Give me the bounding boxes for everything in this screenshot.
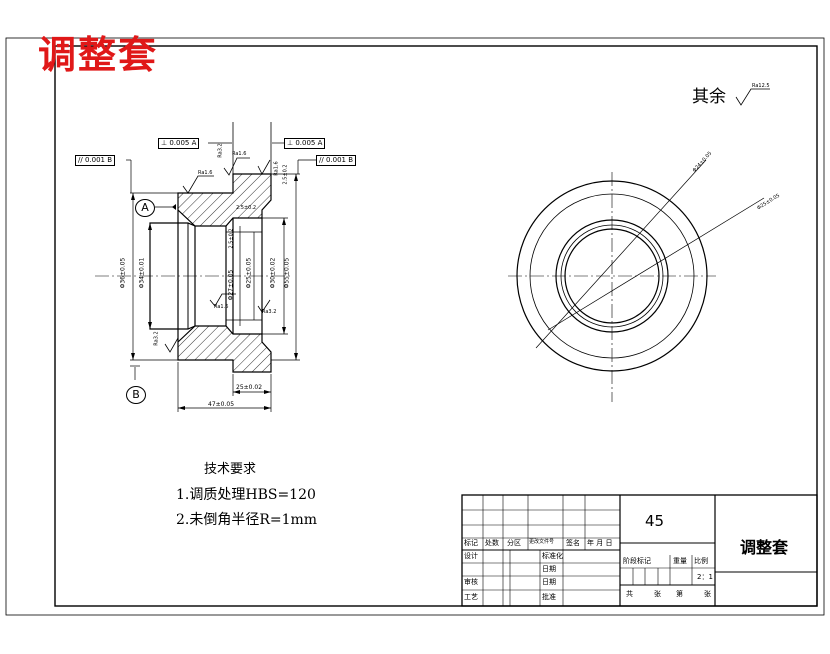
tech-req-item: 1.调质处理HBS=120 [176,487,316,503]
tb-phase: 阶段标记 [623,557,651,565]
tech-req-heading: 技术要求 [204,462,257,477]
parallelism-icon: // [78,156,83,164]
gdt-frame-1: ⊥ 0.005 A [158,138,200,149]
dim-d4: Φ25±0.05 [245,257,253,289]
roughness-icon [735,88,770,106]
tb-design: 设计 [464,552,478,560]
section-view [95,122,316,412]
dim-d1: Φ36±0.05 [119,257,127,289]
tb-label: 处数 [485,539,499,547]
surface-note-ra: Ra12.5 [752,83,770,89]
dim-d2: Φ34±0.01 [138,257,146,289]
tb-sheet: 张 [704,590,711,598]
roughness-label: Ra1.6 [198,170,213,176]
page-title: 调整套 [38,32,159,77]
tb-date: 日期 [542,565,556,573]
title-block [461,494,818,607]
dim-c3: 2.5±0.2 [228,228,235,249]
gdt-frame-4: // 0.001 B [316,155,357,166]
gdt-frame-2: ⊥ 0.005 A [284,138,326,149]
roughness-label: Ra3.2 [217,143,224,158]
tb-label: 更改文件号 [529,539,555,545]
dim-d6: Φ55±0.05 [283,257,291,289]
tb-ratio-label: 比例 [694,557,708,565]
dim-d5: Φ30±0.02 [269,257,277,289]
tb-approve: 批准 [542,593,556,601]
roughness-label: Ra3.2 [153,331,160,346]
gdt-frame-3: // 0.001 B [75,155,116,166]
datum-a: A [135,199,155,217]
tb-sheet: 共 [626,590,633,598]
parallelism-icon: // [319,156,324,164]
surface-note-label: 其余 [692,87,726,107]
material: 45 [645,512,665,530]
tech-req-item: 2.未倒角半径R=1mm [176,512,318,528]
tb-label: 签名 [566,539,580,547]
tb-sheet: 第 [676,590,683,598]
tb-std: 标准化 [542,552,563,560]
inner-border [54,45,818,607]
tb-review: 审核 [464,578,478,586]
dim-len-part: 25±0.02 [236,384,263,391]
tb-date: 日期 [542,578,556,586]
outer-border [5,37,825,616]
hatch-bottom [177,325,272,373]
tb-sheet: 张 [654,590,661,598]
perpendicularity-icon: ⊥ [161,139,168,147]
tb-weight: 重量 [673,557,687,565]
roughness-label: Ra1.6 [232,151,247,157]
tb-label: 标记 [464,539,478,547]
tb-label: 年 月 日 [587,539,613,547]
tb-label: 分区 [507,539,521,547]
tb-ratio: 2：1 [697,573,713,581]
dim-c2: 2.5±0.2 [236,205,257,211]
tb-process: 工艺 [464,593,478,601]
dim-d3: Φ27±0.05 [227,269,235,301]
dim-c1: 2.5±0.2 [282,164,289,185]
roughness-label: Ra1.6 [273,161,280,176]
roughness-label: Ra3.2 [262,309,277,315]
front-view [508,159,765,402]
perpendicularity-icon: ⊥ [287,139,294,147]
datum-b: B [126,386,146,404]
roughness-label: Ra1.6 [214,304,229,310]
dim-len-total: 47±0.05 [208,401,235,408]
part-name: 调整套 [740,538,789,557]
hatch-top [177,173,272,227]
